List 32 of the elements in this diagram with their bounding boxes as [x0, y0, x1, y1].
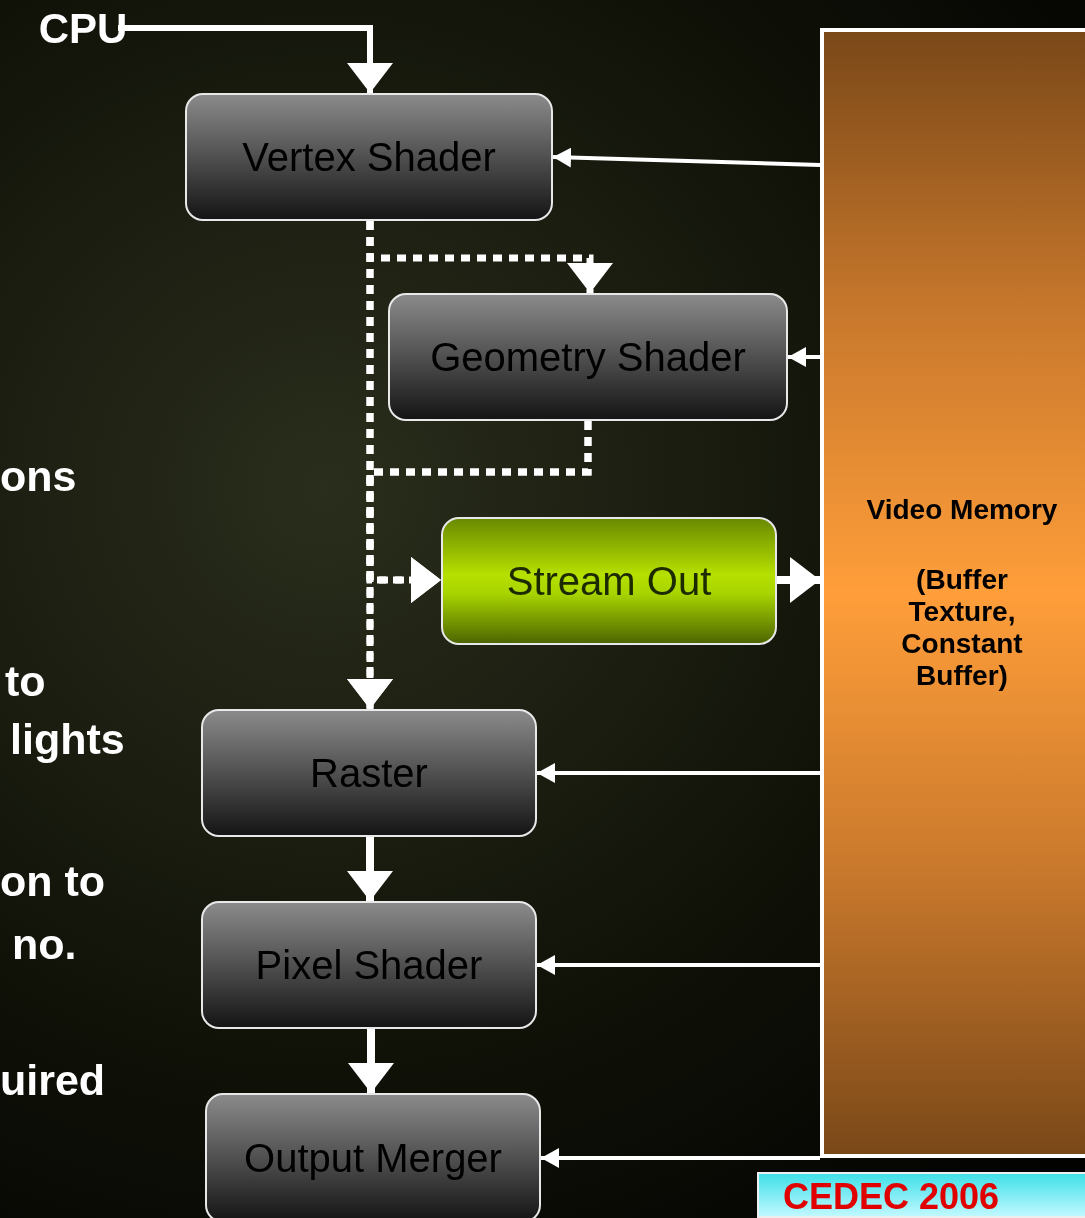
cropped-text: no. — [12, 920, 77, 969]
arrow — [788, 347, 820, 367]
cropped-text: lights — [10, 715, 125, 764]
arrow — [537, 763, 820, 783]
node-label: Vertex Shader — [242, 134, 496, 180]
node-label: Video Memory — [866, 494, 1058, 526]
dotted-arrow — [347, 421, 592, 709]
arrow — [777, 557, 820, 603]
node-subtext: (Buffer Texture, Constant Buffer) — [900, 564, 1024, 692]
process-box — [201, 709, 537, 837]
node-label: Pixel Shader — [255, 942, 483, 988]
process-box — [205, 1093, 541, 1218]
stream-out-box — [441, 517, 777, 645]
memory-block — [820, 28, 1085, 1158]
process-box — [201, 901, 537, 1029]
arrow — [348, 1029, 394, 1093]
node-label: Geometry Shader — [430, 334, 746, 380]
node-label: Raster — [310, 750, 428, 796]
process-box — [185, 93, 553, 221]
arrow — [537, 955, 820, 975]
cropped-text: to — [5, 657, 46, 706]
event-badge: CEDEC 2006 — [757, 1172, 1085, 1218]
node-label: Stream Out — [506, 558, 712, 604]
cropped-text: uired — [0, 1056, 106, 1105]
cropped-text: ons — [0, 452, 77, 501]
arrow — [541, 1148, 820, 1168]
cropped-text: on to — [0, 857, 106, 906]
source-label: CPU — [38, 5, 128, 53]
node-label: Output Merger — [244, 1135, 502, 1181]
arrow — [552, 147, 821, 168]
process-box — [388, 293, 788, 421]
arrow — [347, 837, 393, 901]
